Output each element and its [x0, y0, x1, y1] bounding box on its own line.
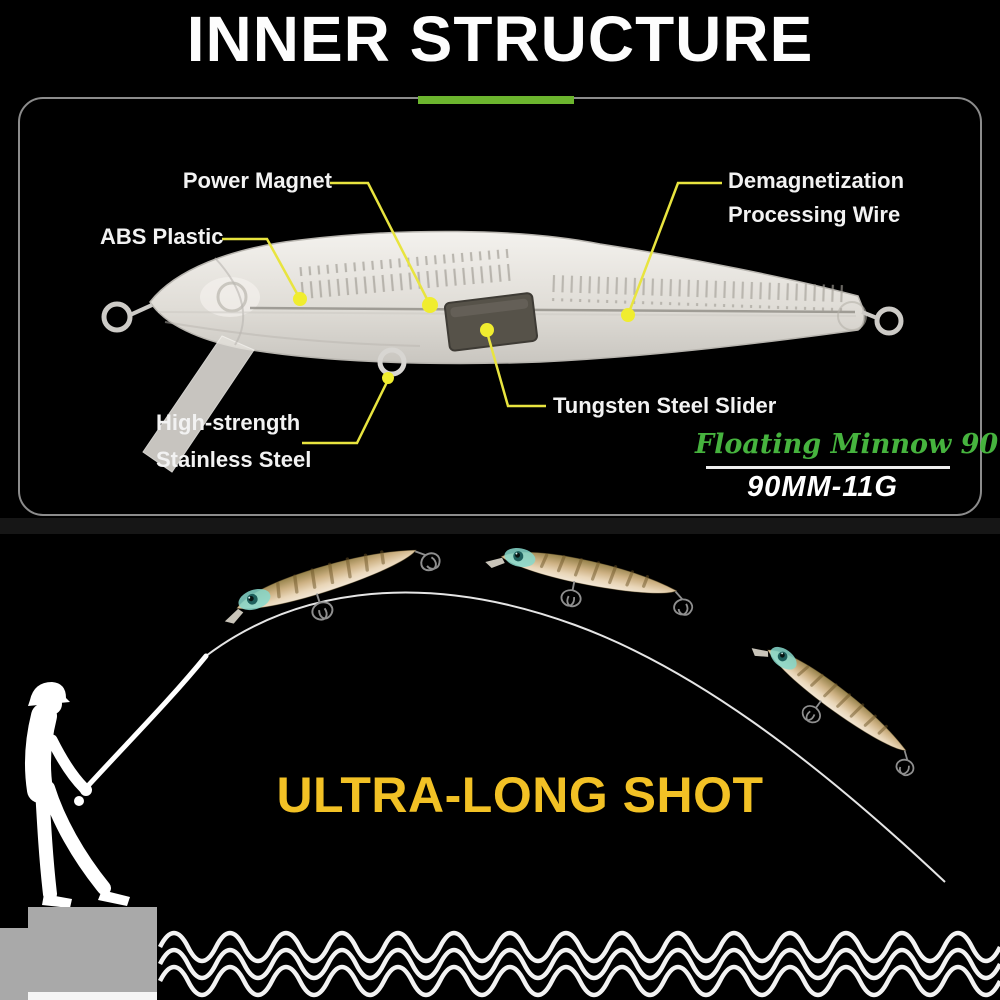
label-stainless-line1: High-strength — [156, 410, 301, 435]
tungsten-leader — [485, 331, 546, 408]
demagnetization-leader — [626, 181, 722, 316]
tail-hook-ring — [874, 306, 904, 336]
power-magnet-leader — [330, 181, 432, 306]
stainless-leader — [302, 379, 390, 445]
label-demagnetization-line1: Demagnetization — [728, 168, 905, 193]
label-demagnetization-line2: Processing Wire — [728, 202, 901, 227]
flying-lure-3 — [734, 630, 930, 790]
product-script-name: Floating Minnow 90 — [695, 429, 999, 460]
flying-lure-2 — [478, 539, 699, 631]
fishing-rod — [83, 653, 209, 791]
product-spec: 90MM-11G — [747, 471, 898, 503]
flying-lure-1 — [216, 529, 448, 651]
page-title: INNER STRUCTURE — [186, 3, 814, 75]
nose-line-tie-ring — [101, 301, 133, 333]
callout-lines — [222, 181, 722, 445]
label-stainless-line2: Stainless Steel — [156, 447, 312, 472]
label-tungsten-steel-slider: Tungsten Steel Slider — [553, 393, 777, 418]
fisherman-silhouette — [24, 682, 130, 908]
clear-lure-illustration — [101, 230, 904, 473]
pier-steps — [0, 907, 157, 1000]
label-power-magnet: Power Magnet — [182, 168, 332, 193]
cast-headline: ULTRA-LONG SHOT — [276, 767, 764, 823]
abs-plastic-leader — [222, 237, 302, 300]
tungsten-slider-block — [443, 292, 539, 352]
title-underline-bar — [418, 96, 574, 104]
callout-dots — [293, 292, 635, 384]
fishing-line-arc — [205, 591, 946, 883]
cast-scene — [0, 529, 1000, 1000]
label-abs-plastic: ABS Plastic — [100, 224, 224, 249]
product-divider-rule — [706, 466, 950, 469]
section-divider — [0, 518, 1000, 534]
water-waves — [157, 930, 1000, 998]
